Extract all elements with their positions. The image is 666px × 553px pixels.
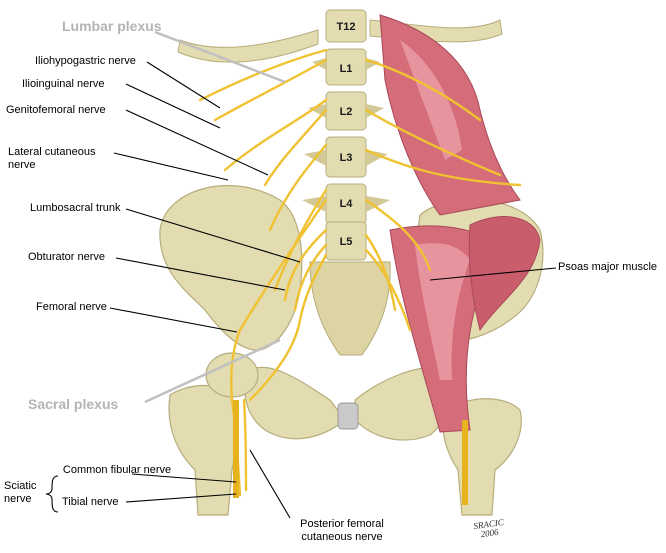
sacrum — [309, 261, 391, 356]
lumbosacral-trunk-label: Lumbosacral trunk — [30, 202, 121, 214]
sacral-plexus-label: Sacral plexus — [28, 396, 119, 412]
vertebra-label: T12 — [337, 21, 356, 33]
iliohypogastric-nerve-label: Iliohypogastric nerve — [35, 55, 136, 67]
posterior-femoral-cutaneous-nerve-label: Posterior femoral cutaneous nerve — [300, 518, 384, 543]
lumbar-plexus-leader — [154, 30, 286, 84]
leader-lines — [109, 61, 557, 519]
vertebra-label: L2 — [340, 106, 353, 118]
femoral-nerve-label: Femoral nerve — [36, 301, 107, 313]
common-fibular-nerve-label: Common fibular nerve — [62, 464, 172, 476]
psoas-major-muscle-label: Psoas major muscle — [558, 261, 658, 273]
vertebral-column — [302, 9, 390, 261]
left-ilium — [159, 185, 303, 351]
obturator-nerve-label: Obturator nerve — [28, 251, 106, 263]
sciatic-brace — [45, 475, 59, 513]
tibial-nerve-label: Tibial nerve — [62, 496, 119, 508]
lumbar-plexus-label: Lumbar plexus — [62, 18, 162, 34]
lateral-cutaneous-nerve-label: Lateral cutaneous nerve — [8, 146, 96, 171]
vertebra-label: L3 — [340, 152, 353, 164]
vertebra-label: L5 — [340, 236, 353, 248]
left-femur — [168, 384, 238, 516]
pubic-symphysis — [337, 402, 359, 430]
ilioinguinal-nerve-label: Ilioinguinal nerve — [22, 78, 105, 90]
sciatic-nerve-label: Sciatic nerve — [4, 480, 37, 505]
vertebra-label: L4 — [340, 198, 354, 210]
genitofemoral-nerve-label: Genitofemoral nerve — [6, 104, 106, 116]
left-pubis — [244, 366, 346, 440]
left-rib — [177, 29, 319, 63]
nerves — [198, 48, 522, 497]
vertebra-label: L1 — [340, 63, 353, 75]
sacral-plexus-leader — [144, 338, 281, 404]
quadratus-highlight — [400, 40, 462, 160]
